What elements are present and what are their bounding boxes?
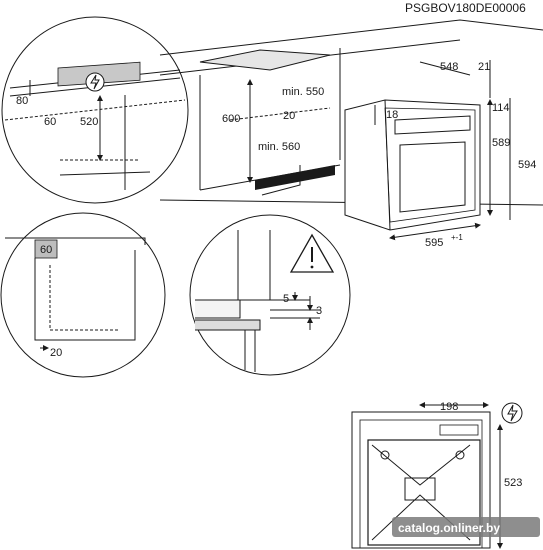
- rear-view: [351, 402, 503, 549]
- detail-circle-gap: [189, 165, 351, 376]
- dim-548: 548: [440, 61, 458, 73]
- dim-520: 520: [80, 116, 98, 128]
- dim-595-tolerance: +-1: [451, 233, 463, 242]
- dim-600: 600: [222, 113, 240, 125]
- electrical-warning-icon: [85, 72, 105, 92]
- side-dim-60: 60: [40, 244, 52, 256]
- dim-595: 595: [425, 237, 443, 249]
- oven-perspective: [344, 60, 511, 241]
- dim-21: 21: [478, 61, 490, 73]
- gap-dim-5: 5: [283, 293, 289, 305]
- electrical-warning-icon: [501, 402, 523, 424]
- detail-circle-side-cabinet: [0, 212, 166, 378]
- rear-dim-198: 198: [440, 401, 458, 413]
- document-code: PSGBOV180DE00006: [405, 1, 526, 15]
- dim-min560: min. 560: [258, 141, 300, 153]
- detail-circle-hob-cutout: [1, 16, 189, 204]
- warning-triangle-icon: [289, 233, 335, 273]
- dim-60: 60: [44, 116, 56, 128]
- rear-dim-523: 523: [504, 477, 522, 489]
- dim-min550: min. 550: [282, 86, 324, 98]
- dim-20: 20: [283, 110, 295, 122]
- dim-114: 114: [492, 102, 510, 114]
- side-dim-20: 20: [50, 347, 62, 359]
- dim-594: 594: [518, 159, 536, 171]
- dim-80: 80: [16, 95, 28, 107]
- watermark: catalog.onliner.by: [392, 517, 540, 537]
- gap-dim-3: 3: [316, 305, 322, 317]
- watermark-text: catalog.onliner.by: [398, 521, 500, 535]
- dim-18: 18: [386, 109, 398, 121]
- dim-589: 589: [492, 137, 510, 149]
